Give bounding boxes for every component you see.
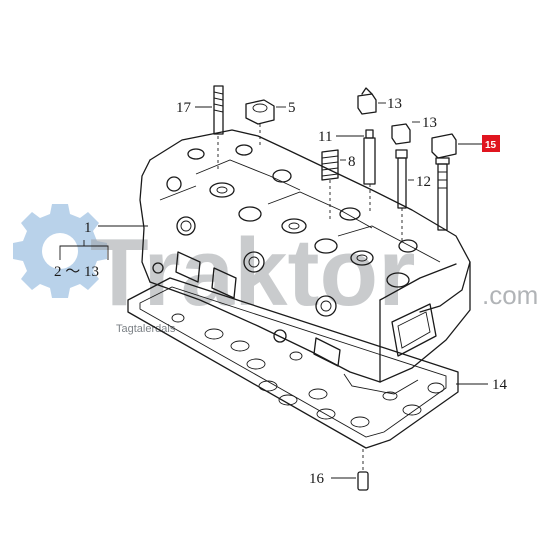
callout-13-right: 13 bbox=[422, 115, 437, 131]
highlight-marker-15 bbox=[482, 135, 500, 152]
cap-5 bbox=[245, 99, 286, 146]
plug-13-right bbox=[391, 121, 420, 145]
callout-15: 15 bbox=[485, 140, 497, 151]
callout-16: 16 bbox=[309, 471, 325, 487]
bracket-2-13 bbox=[59, 240, 109, 260]
watermark-domain: .com bbox=[482, 280, 538, 310]
stud-17 bbox=[195, 85, 224, 170]
spring-8 bbox=[321, 149, 346, 220]
plug-13-top bbox=[357, 87, 386, 115]
callout-5: 5 bbox=[288, 100, 296, 116]
callout-13-top: 13 bbox=[387, 96, 402, 112]
dowel-16 bbox=[331, 448, 369, 491]
callout-17: 17 bbox=[176, 100, 192, 116]
callout-11: 11 bbox=[318, 129, 332, 145]
callout-14: 14 bbox=[492, 377, 508, 393]
callout-8: 8 bbox=[348, 154, 356, 170]
callout-1: 1 bbox=[84, 220, 92, 236]
watermark-tagline: Tagtalerdals bbox=[116, 323, 176, 335]
pin-11 bbox=[336, 129, 376, 212]
callout-2-13: 2 〜 13 bbox=[54, 264, 99, 280]
bolt-15 bbox=[431, 133, 482, 231]
guide-12 bbox=[395, 149, 414, 244]
cylinder-head bbox=[139, 129, 471, 395]
head-gasket bbox=[127, 277, 459, 449]
callout-12: 12 bbox=[416, 174, 431, 190]
